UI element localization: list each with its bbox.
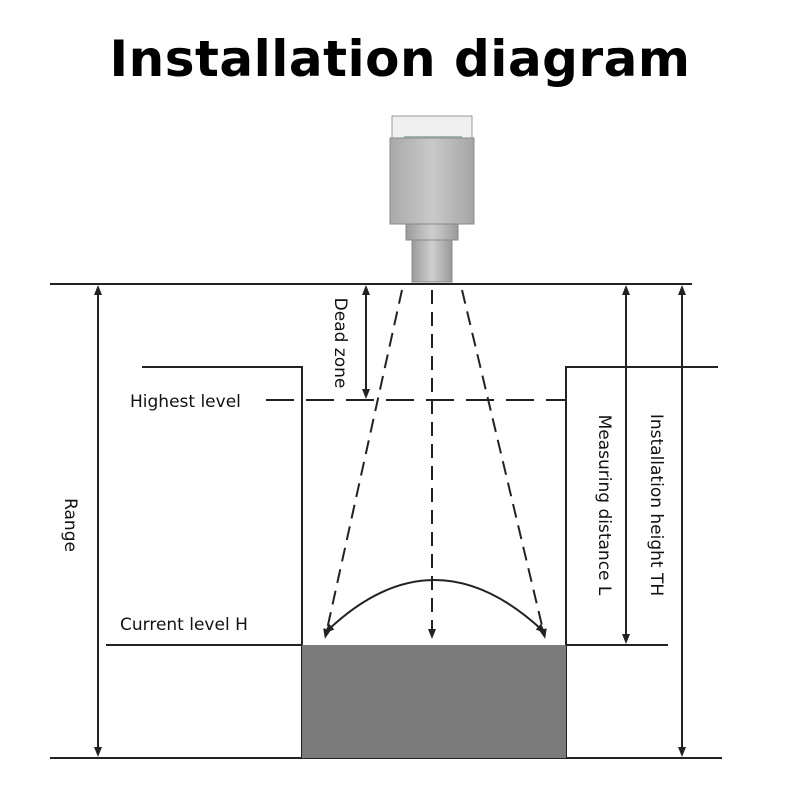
measuring-distance-label: Measuring distance L bbox=[594, 415, 614, 596]
tank-left-wall bbox=[142, 366, 303, 758]
dead-zone-label: Dead zone bbox=[330, 298, 350, 389]
sensor-neck bbox=[411, 239, 453, 283]
ultrasonic-sensor bbox=[389, 115, 475, 283]
tank-right-wall bbox=[565, 366, 718, 758]
sensor-thread bbox=[405, 223, 459, 241]
sensor-cap bbox=[391, 115, 473, 139]
sensor-body bbox=[389, 137, 475, 225]
current-level-label: Current level H bbox=[120, 615, 248, 635]
liquid bbox=[302, 645, 566, 758]
beam-left bbox=[323, 289, 403, 639]
ultrasonic-beam bbox=[323, 289, 547, 639]
beam-right bbox=[461, 289, 547, 639]
beam-arc bbox=[324, 579, 546, 634]
tank bbox=[142, 366, 718, 758]
page-title: Installation diagram bbox=[109, 30, 691, 88]
range-label: Range bbox=[60, 498, 80, 552]
installation-height-label: Installation height TH bbox=[646, 414, 666, 596]
highest-level-label: Highest level bbox=[130, 392, 241, 412]
